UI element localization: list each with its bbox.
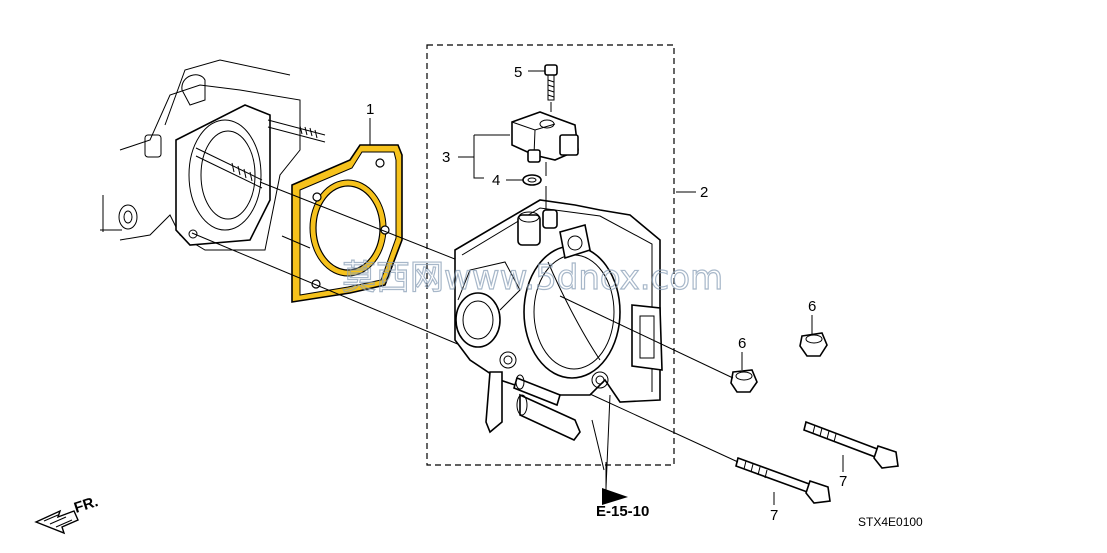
callout-gasket: 1 — [366, 101, 374, 118]
callout-sensor: 3 — [442, 149, 450, 166]
callout-nut-rear: 6 — [808, 298, 816, 315]
nut-front — [730, 369, 758, 393]
watermark: 莫西网www.5dnox.com — [342, 258, 723, 298]
o-ring — [522, 174, 542, 186]
map-sensor — [511, 111, 579, 163]
front-arrow-icon — [34, 509, 79, 535]
nut-rear — [799, 332, 828, 357]
sensor-screw — [544, 64, 558, 101]
section-reference-label: E-15-10 — [596, 503, 649, 520]
callout-bolt-upper: 7 — [839, 473, 847, 490]
reference-arrow — [602, 462, 628, 505]
throttle-body — [454, 199, 663, 441]
front-label: FR. — [72, 493, 100, 517]
alignment-lines — [191, 181, 471, 346]
gasket — [291, 144, 403, 303]
bolt-upper — [803, 420, 899, 469]
sensor-leader-lines — [545, 102, 552, 210]
bolt-lower — [735, 456, 831, 504]
callout-nut-front: 6 — [738, 335, 746, 352]
callout-throttle-body: 2 — [700, 184, 708, 201]
explode-lines — [559, 295, 739, 489]
callout-leaders — [369, 70, 844, 505]
callout-o-ring: 4 — [492, 172, 500, 189]
assembly-boundary — [426, 44, 675, 466]
intake-manifold — [100, 59, 326, 251]
callout-bolt-lower: 7 — [770, 507, 778, 524]
drawing-code: STX4E0100 — [858, 515, 923, 529]
callout-screw: 5 — [514, 64, 522, 81]
